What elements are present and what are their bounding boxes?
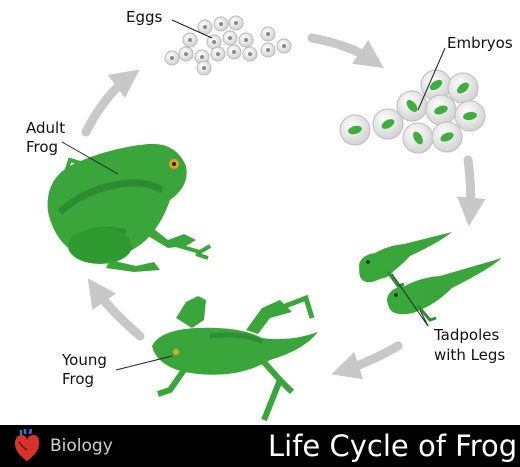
young-frog-illustration: [152, 296, 318, 420]
adult-frog-label-line2: Frog: [26, 138, 58, 156]
tadpoles-label-line2: with Legs: [434, 346, 505, 364]
embryo-cluster: [340, 70, 485, 153]
eggs-label: Eggs: [126, 8, 163, 26]
tadpoles-label-line1: Tadpoles: [433, 326, 499, 344]
arrow-tadpoles-to-young-frog: [345, 346, 398, 370]
footer-banner: Biology Life Cycle of Frog: [0, 425, 520, 467]
life-cycle-diagram: Eggs Embryos Adult Frog Tadpoles with Le…: [0, 0, 520, 425]
young-frog-label-line2: Frog: [62, 370, 94, 388]
arrow-embryos-to-tadpoles: [468, 160, 471, 212]
brand-label: Biology: [50, 436, 113, 456]
embryos-label: Embryos: [447, 34, 513, 52]
adult-frog-label-line1: Adult: [26, 119, 65, 137]
adult-frog-illustration: [48, 144, 210, 272]
young-frog-label-line1: Young: [61, 351, 107, 369]
arrow-eggs-to-embryos: [312, 38, 372, 60]
tadpoles-illustration: [359, 232, 502, 320]
arrow-adult-to-eggs: [86, 78, 128, 132]
heart-anatomy-icon: [10, 428, 44, 464]
arrow-young-frog-to-adult: [96, 290, 140, 336]
page-title: Life Cycle of Frog: [268, 429, 517, 463]
